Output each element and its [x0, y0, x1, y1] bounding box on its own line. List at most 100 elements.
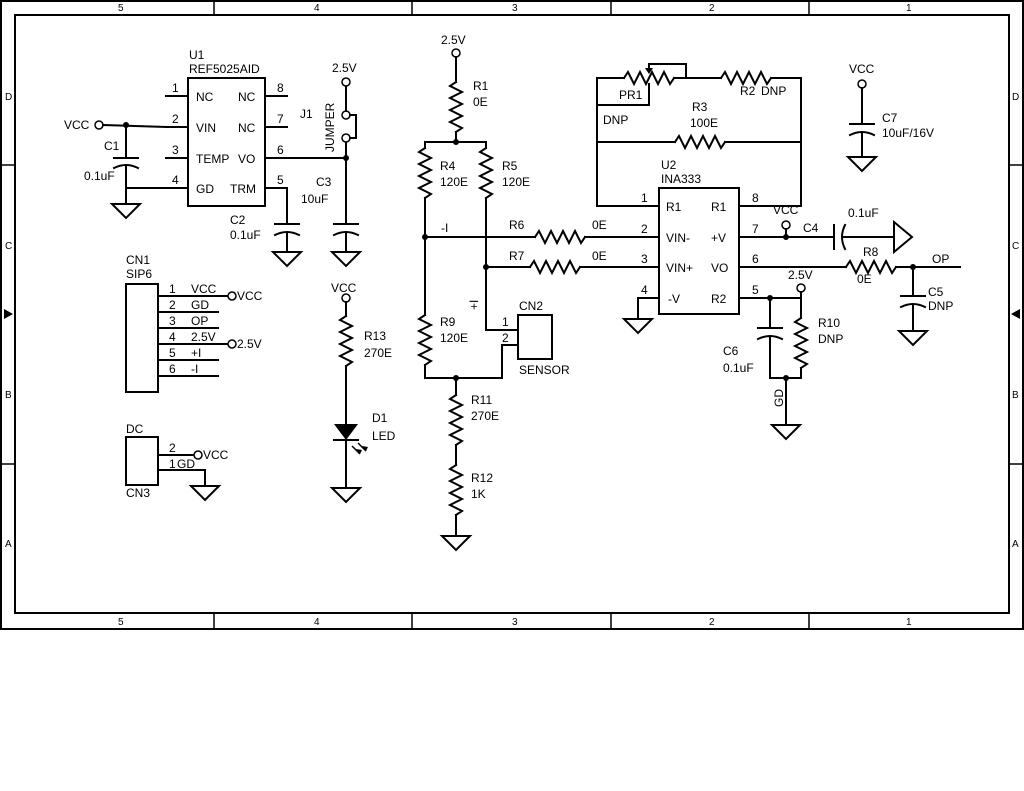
cn2-pin2: 2	[502, 331, 509, 345]
ground-symbol	[621, 318, 655, 335]
frame-row-d-right: D	[1012, 92, 1019, 103]
cn1-pin4-name: 2.5V	[191, 330, 216, 344]
c4-value: 0.1uF	[848, 206, 879, 220]
u1-pin8-name: NC	[238, 90, 256, 104]
cn2-value: SENSOR	[519, 363, 570, 377]
led-branch: VCC R13 270E D1 LED	[329, 281, 396, 504]
c2-ref: C2	[230, 213, 246, 227]
frame-col-4-top: 4	[314, 3, 320, 14]
u1-pin5-name: TRM	[230, 182, 256, 196]
u2-pin8-name: R1	[711, 200, 727, 214]
c5-ref: C5	[928, 285, 944, 299]
r7-ref: R7	[509, 249, 525, 263]
vcc-port-led	[341, 293, 351, 303]
c7-decoupling: VCC C7 10uF/16V	[845, 62, 934, 173]
r6-value: 0E	[592, 218, 607, 232]
r10-value: DNP	[818, 332, 843, 346]
cn3-gnd-label: GD	[177, 457, 195, 471]
r8-ref: R8	[863, 245, 879, 259]
r2-ref: R2	[740, 84, 756, 98]
r12-ref: R12	[471, 471, 493, 485]
cn1-pin2-num: 2	[169, 298, 176, 312]
vcc-port-u2	[781, 220, 791, 230]
u2-pin6-num: 6	[752, 252, 759, 266]
drawing-frame: 5 4 3 2 1 5 4 3 2 1 D C B A D C B A	[0, 0, 1024, 630]
u2-part: INA333	[661, 172, 701, 186]
r9-value: 120E	[440, 331, 468, 345]
cn1-pin3-num: 3	[169, 314, 176, 328]
v25-label-ref: 2.5V	[788, 268, 813, 282]
j1-ref: J1	[300, 107, 313, 121]
ground-symbol	[188, 485, 222, 502]
r4-ref: R4	[440, 159, 456, 173]
r8-value: 0E	[857, 272, 872, 286]
r10-ref: R10	[818, 316, 840, 330]
vcc-port-cn3	[193, 450, 203, 460]
pr1-value: DNP	[603, 113, 628, 127]
u2-pin6-name: VO	[711, 261, 728, 275]
ground-symbol	[769, 424, 803, 441]
cn1-pin4-num: 4	[169, 330, 176, 344]
cn1-pin6-name: -I	[191, 362, 198, 376]
r11-ref: R11	[471, 393, 492, 407]
plus-i-label: +I	[467, 300, 481, 310]
u1-pin5-num: 5	[277, 173, 284, 187]
op-label: OP	[932, 252, 949, 266]
r3-ref: R3	[692, 100, 708, 114]
r1-ref: R1	[473, 79, 489, 93]
u2-pin3-num: 3	[641, 252, 648, 266]
cn1-pin3-name: OP	[191, 314, 208, 328]
c6-value: 0.1uF	[723, 361, 754, 375]
u2-pin4-name: -V	[668, 292, 680, 306]
u2-pin1-num: 1	[641, 191, 648, 205]
c7-ref: C7	[882, 111, 898, 125]
ground-symbol	[439, 535, 473, 552]
vplus-c4: VCC C4 0.1uF	[769, 203, 914, 255]
vcc-label-c7: VCC	[849, 62, 875, 76]
vcc-port-cn1	[227, 291, 237, 301]
r7-value: 0E	[592, 249, 607, 263]
r2-value: DNP	[761, 84, 786, 98]
r12-value: 1K	[471, 487, 486, 501]
cn1-pin5-num: 5	[169, 346, 176, 360]
cn1-pin1-num: 1	[169, 282, 176, 296]
vcc-in-c1: VCC C1 0.1uF	[64, 118, 168, 220]
output-filter: R8 0E OP C5 DNP	[769, 245, 961, 347]
c4-ref: C4	[803, 221, 819, 235]
r3-value: 100E	[690, 116, 718, 130]
u2-ref: U2	[661, 158, 677, 172]
ground-symbol	[845, 156, 879, 173]
u2-pin7-name: +V	[711, 231, 726, 245]
c5-value: DNP	[928, 299, 953, 313]
u1-ref5025: U1 REF5025AID 1 2 3 4 8 7 6 5 NC VIN TEM…	[165, 48, 288, 207]
frame-col-1-bottom: 1	[906, 617, 912, 628]
v25-port-jumper	[341, 77, 351, 87]
cn1-sip6: CN1 SIP6 1 2 3 4 5 6 VCC GD OP 2.5V +I -…	[125, 253, 263, 393]
vcc-label-cn1: VCC	[237, 289, 263, 303]
u2-pin8-num: 8	[752, 191, 759, 205]
u2-pin5-num: 5	[752, 283, 759, 297]
gain-network: PR1 DNP R2 DNP R3 100E	[596, 63, 802, 207]
cn1-pin5-name: +I	[191, 346, 201, 360]
u1-pin6-num: 6	[277, 143, 284, 157]
frame-col-3-top: 3	[512, 3, 518, 14]
cn3-part: DC	[126, 422, 144, 436]
r5-value: 120E	[502, 175, 530, 189]
c3-value: 10uF	[301, 192, 328, 206]
u2-ina333: U2 INA333 1 2 3 4 8 7 6 5 R1 VIN- VIN+ -…	[621, 158, 771, 335]
c6-ref: C6	[723, 344, 739, 358]
frame-row-c-right: C	[1012, 241, 1019, 252]
vcc-label-cn3: VCC	[203, 448, 229, 462]
vcc-port-c7	[857, 79, 867, 89]
u1-pin6-name: VO	[238, 152, 255, 166]
cn2-pin1: 1	[502, 315, 509, 329]
frame-row-a-left: A	[5, 539, 12, 550]
u1-pin8-num: 8	[277, 81, 284, 95]
frame-col-2-top: 2	[709, 3, 715, 14]
cn2-sensor: CN2 SENSOR 1 2	[502, 299, 570, 377]
u1-pin3-name: TEMP	[196, 152, 229, 166]
r13-value: 270E	[364, 346, 392, 360]
r9-ref: R9	[440, 315, 456, 329]
d1-ref: D1	[372, 411, 388, 425]
